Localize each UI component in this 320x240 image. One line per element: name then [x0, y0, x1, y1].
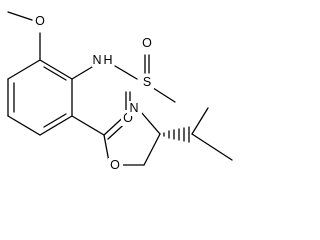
bond-s-methyl — [149, 85, 176, 103]
bond-ring-double-2 — [43, 113, 67, 128]
bond-c4-c5 — [143, 133, 161, 166]
bond-isopropyl-1 — [191, 107, 209, 135]
bond-ring-6 — [7, 59, 41, 80]
bond-isopropyl-2 — [191, 133, 233, 161]
atom-s: S — [143, 75, 151, 89]
atom-o-sulfonyl-top: O — [142, 36, 152, 50]
bond-ring-c2 — [71, 115, 105, 136]
bond-ring-4 — [7, 115, 41, 136]
bond-ring-1 — [39, 59, 73, 80]
stereo-hash-bond — [163, 126, 190, 143]
bond-methyl-o — [7, 11, 33, 21]
bond-n-c4 — [140, 111, 161, 135]
bond-o-c2 — [103, 134, 110, 163]
bond-ring-double-1 — [43, 66, 67, 81]
bond-ring-n — [71, 66, 93, 80]
atom-o-oxazoline: O — [110, 158, 120, 172]
atom-h-amide: H — [103, 53, 112, 67]
atom-o-methoxy: O — [35, 14, 45, 28]
bond-n-s — [114, 65, 138, 80]
atom-o-sulfonyl-bottom: O — [123, 111, 133, 125]
bond-ring-3 — [39, 115, 73, 136]
chemical-structure: O N H S O O N O — [7, 11, 233, 173]
atom-n-amide: N — [92, 53, 101, 67]
atom-n-oxazoline: N — [129, 101, 138, 115]
